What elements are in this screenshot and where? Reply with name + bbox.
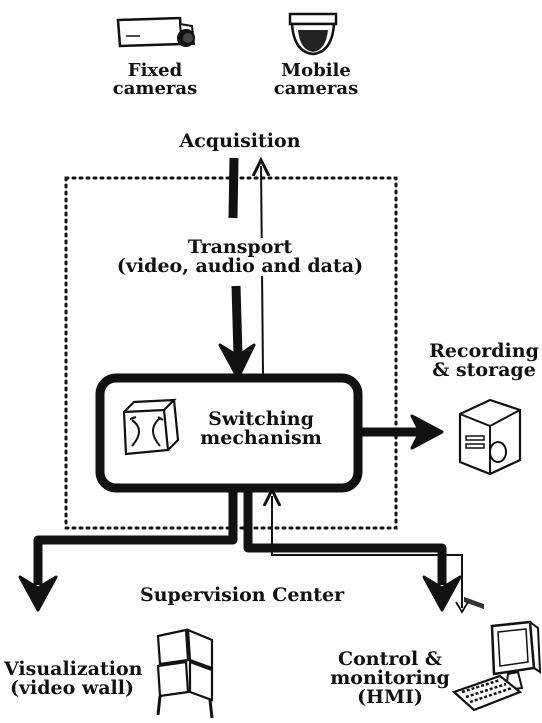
control-line-2: monitoring — [330, 667, 450, 689]
output-arrow-right — [243, 488, 462, 612]
recording-line-2: & storage — [432, 359, 536, 381]
transport-line-2: (video, audio and data) — [116, 255, 364, 277]
switching-line-1: Switching — [208, 408, 314, 430]
mobile-cameras-label: Mobile cameras — [268, 62, 364, 98]
control-line-3: (HMI) — [357, 686, 423, 708]
monitor-keyboard-icon — [451, 620, 542, 712]
visualization-line-2: (video wall) — [9, 677, 134, 699]
fixed-camera-icon — [116, 16, 196, 48]
control-label: Control & monitoring (HMI) — [330, 650, 450, 707]
recording-label: Recording & storage — [428, 342, 540, 380]
acquisition-label: Acquisition — [170, 132, 310, 151]
mobile-cameras-line-2: cameras — [273, 78, 359, 99]
control-line-1: Control & — [337, 648, 443, 670]
fixed-cameras-label: Fixed cameras — [112, 62, 198, 98]
acquisition-text: Acquisition — [179, 130, 301, 152]
switching-line-2: mechanism — [200, 427, 322, 449]
transport-arrow-down — [218, 157, 256, 380]
visualization-line-1: Visualization — [4, 658, 143, 680]
switch-matrix-icon — [122, 398, 180, 456]
supervision-label: Supervision Center — [140, 584, 345, 606]
recording-line-1: Recording — [429, 340, 539, 362]
switching-label: Switching mechanism — [196, 410, 326, 448]
transport-line-1: Transport — [187, 236, 293, 258]
video-wall-icon — [156, 628, 214, 719]
acquisition-boundary — [64, 176, 398, 530]
mobile-cameras-line-1: Mobile — [281, 60, 351, 81]
fixed-cameras-line-2: cameras — [112, 78, 198, 99]
server-tower-icon — [458, 398, 522, 610]
visualization-label: Visualization (video wall) — [4, 658, 143, 699]
fixed-cameras-line-1: Fixed — [127, 60, 183, 81]
supervision-text: Supervision Center — [140, 584, 345, 606]
dome-camera-icon — [288, 12, 338, 56]
control-return-line — [272, 496, 469, 614]
recording-arrow — [358, 414, 444, 450]
output-arrow-left — [18, 488, 238, 612]
transport-label: Transport (video, audio and data) — [110, 238, 370, 276]
